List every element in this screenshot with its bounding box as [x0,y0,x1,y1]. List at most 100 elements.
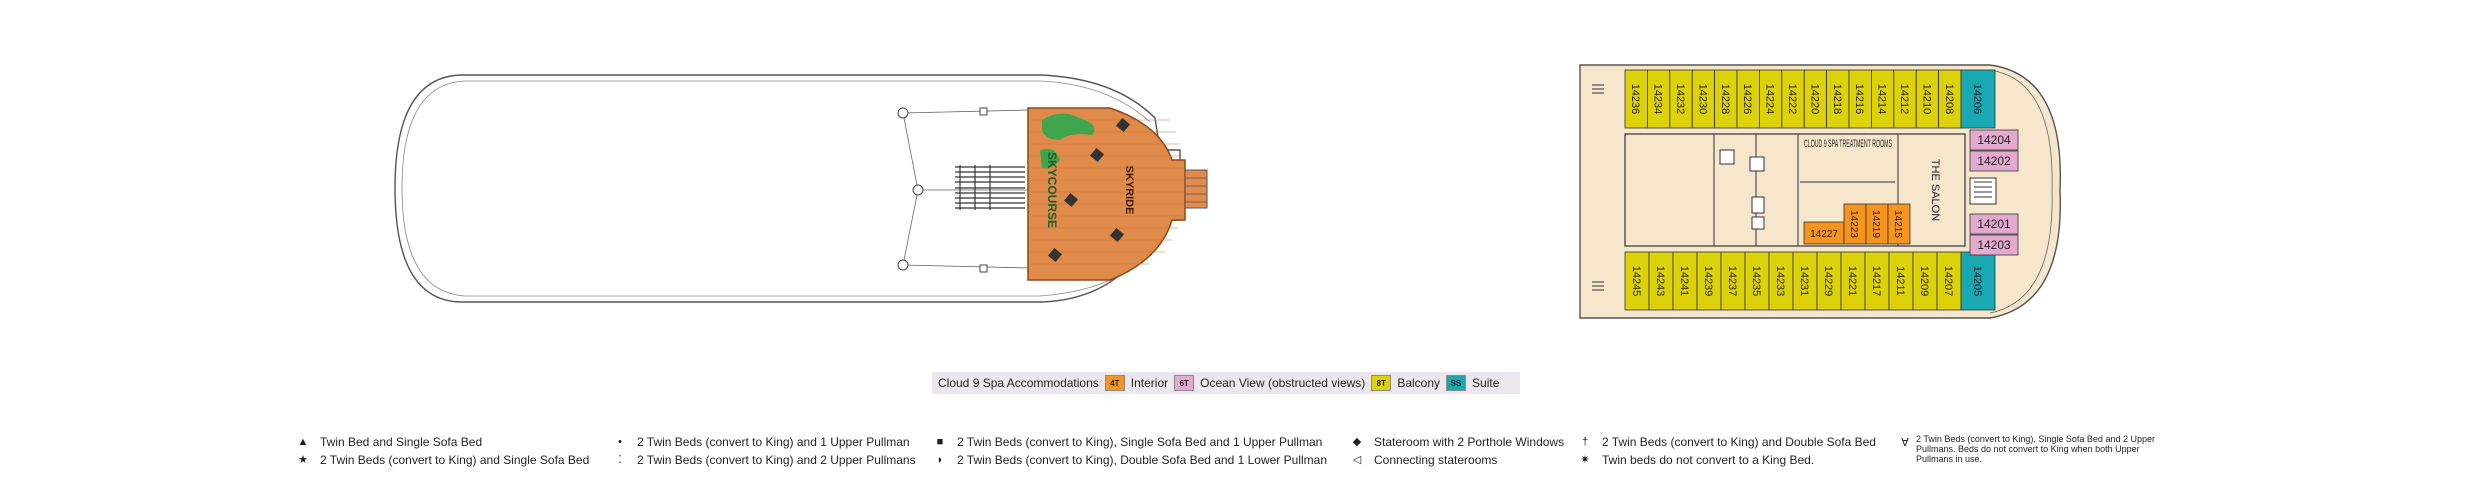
spa-rooms-label: CLOUD 9 SPA TREATMENT ROOMS [1804,138,1892,150]
cabin-ocean-view[interactable] [1969,234,2019,256]
cabin-balcony[interactable] [1816,251,1842,311]
cabin-number: 14224 [1764,84,1776,115]
symbol-key: ⁚ 2 Twin Beds (convert to King) and 2 Upp… [613,451,916,469]
cabin-number: 14245 [1630,266,1642,297]
cabin-number: 14205 [1971,266,1983,297]
legend-swatch-ocean-view: 6T [1174,375,1195,391]
asterisk-symbol-icon: ✷ [1580,454,1590,466]
cabin-number: 14241 [1678,266,1690,297]
skyride-platform [1184,169,1208,209]
cabin-number: 14219 [1870,210,1881,238]
ride-equipment [1063,192,1079,208]
symbol-key: ★ 2 Twin Beds (convert to King) and Singl… [296,451,589,469]
elevator [1751,216,1765,230]
cabin-balcony[interactable] [1936,251,1962,311]
stairwell [1713,133,1757,247]
cabin-balcony[interactable] [1840,251,1866,311]
legend-label-interior: Interior [1130,376,1169,390]
dot-symbol-icon: • [618,436,622,448]
legend-label-suite: Suite [1472,376,1500,390]
symbol-key-text: 2 Twin Beds (convert to King), Double So… [957,453,1327,467]
legend-label-balcony: Balcony [1397,376,1441,390]
cabin-number: 14243 [1654,266,1666,297]
cabin-balcony[interactable] [1744,251,1770,311]
cabin-number: 14223 [1848,210,1859,238]
cabin-ocean-view[interactable] [1969,213,2019,235]
mast-fitting [897,259,909,271]
cabin-number: 14216 [1853,84,1865,115]
cabin-number: 14212 [1898,84,1910,115]
legend-swatch-interior: 4T [1104,375,1125,391]
cabin-number: 14208 [1943,84,1955,115]
legend-label-ocean-view: Ocean View (obstructed views) [1200,376,1366,390]
cabin-number: 14226 [1741,84,1753,115]
square-symbol-icon: ■ [936,436,944,448]
symbol-key-column: • 2 Twin Beds (convert to King) and 1 Upp… [613,433,916,469]
cabin-balcony[interactable] [1624,251,1650,311]
symbol-key-text: 2 Twin Beds (convert to King) and Double… [1602,435,1876,449]
mast-fitting [897,107,909,119]
symbol-key-text: 2 Twin Beds (convert to King) and 1 Uppe… [637,435,910,449]
diamond-symbol-icon: ◆ [1352,436,1362,448]
symbol-key-text: Twin beds do not convert to a King Bed. [1602,453,1815,467]
ride-equipment [1089,147,1105,163]
symbol-key-column: ▲Twin Bed and Single Sofa Bed ★ 2 Twin Be… [296,433,590,469]
cabin-number: 14237 [1726,266,1738,297]
cabin-ocean-view[interactable] [1969,129,2019,151]
symbol-key-column: ∀ 2 Twin Beds (convert to King), Single S… [1898,434,2156,464]
cabin-balcony[interactable] [1792,251,1818,311]
symbol-key: ◁ Connecting staterooms [1350,451,1564,469]
cabin-number: 14235 [1750,266,1762,297]
cabin-balcony[interactable] [1720,251,1746,311]
cabin-balcony[interactable] [1864,251,1890,311]
star-symbol-icon: ★ [298,454,308,466]
cabin-balcony[interactable] [1696,251,1722,311]
cabin-balcony[interactable] [1672,251,1698,311]
cabin-number: 14218 [1831,84,1843,115]
cabin-number: 14229 [1822,266,1834,297]
symbol-key-text: 2 Twin Beds (convert to King) and 2 Uppe… [637,453,916,467]
cabin-number: 14217 [1870,266,1882,297]
symbol-key-text: Connecting staterooms [1374,453,1498,467]
cabin-number: 14207 [1942,266,1954,297]
symbol-key-text: 2 Twin Beds (convert to King) and Single… [320,453,590,467]
cabin-interior[interactable] [1887,203,1911,245]
cabin-balcony[interactable] [1912,251,1938,311]
cabin-number: 14202 [1977,154,2011,168]
cabin-number: 14203 [1977,238,2011,252]
connecting-symbol-icon: ◁ [1352,454,1362,466]
cabin-number: 14230 [1696,84,1708,115]
cabin-ocean-view[interactable] [1969,150,2019,172]
elevator [1719,149,1735,165]
cabin-number: 14220 [1808,84,1820,115]
symbol-key: ∀ 2 Twin Beds (convert to King), Single S… [1898,434,2156,464]
cabin-number: 14234 [1652,84,1664,115]
cabin-suite[interactable] [1960,69,1996,129]
elevator [1751,196,1765,214]
side-stairs [1592,84,1604,291]
ride-equipment [1109,227,1125,243]
spa-accommodations-label: Cloud 9 Spa Accommodations [938,376,1099,390]
cabin-number: 14222 [1786,84,1798,115]
cabin-number: 14211 [1894,266,1906,296]
forward-deck-outline [394,74,1181,303]
cabin-balcony[interactable] [1888,251,1914,311]
cabin-number: 14204 [1977,133,2011,147]
symbol-key: ■ 2 Twin Beds (convert to King), Single S… [933,433,1327,451]
spa-rooms-label-text: CLOUD 9 SPA TREATMENT ROOMS [1804,138,1892,150]
symbol-key: ◗2 Twin Beds (convert to King), Double S… [933,451,1327,469]
cabin-balcony[interactable] [1768,251,1794,311]
cabin-balcony[interactable] [1648,251,1674,311]
deck-post [979,107,988,116]
symbol-key-text: 2 Twin Beds (convert to King), Single So… [957,435,1323,449]
cabin-suite[interactable] [1960,251,1996,311]
symbol-key-text: 2 Twin Beds (convert to King), Single So… [1916,434,2155,464]
cabin-number: 14231 [1798,266,1810,297]
v-symbol-icon: ∀ [1901,437,1909,449]
symbol-key-column: ■ 2 Twin Beds (convert to King), Single S… [933,433,1327,469]
double-dot-symbol-icon: ⁚ [618,454,622,466]
symbol-key: ▲Twin Bed and Single Sofa Bed [296,433,589,451]
cabin-number: 14215 [1892,210,1903,238]
forward-deck: SKYCOURSE SKYRIDE [394,74,1208,303]
